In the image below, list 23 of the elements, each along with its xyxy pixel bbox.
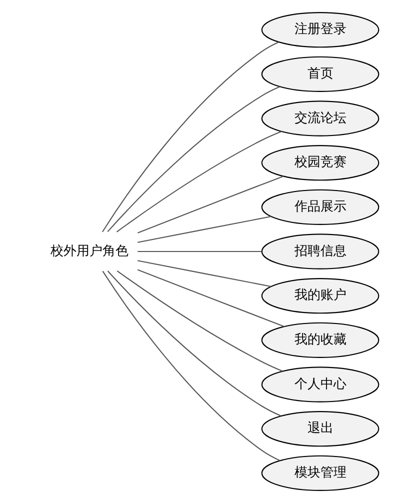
connector xyxy=(137,260,271,288)
node-ellipse: 首页 xyxy=(260,56,379,92)
node-ellipse: 招聘信息 xyxy=(260,234,379,270)
connector xyxy=(106,270,281,416)
connector xyxy=(106,86,280,232)
connector xyxy=(116,270,282,372)
node-ellipse: 注册登录 xyxy=(260,12,379,48)
connector xyxy=(136,269,284,328)
node-ellipse: 模块管理 xyxy=(260,455,379,491)
connector xyxy=(137,216,271,243)
node-text: 校外用户角色 xyxy=(50,244,128,259)
node-ellipse: 校园竞赛 xyxy=(260,145,379,181)
node-ellipse: 我的收藏 xyxy=(260,322,379,358)
node-ellipse: 退出 xyxy=(260,410,379,447)
node-ellipse: 作品展示 xyxy=(260,189,379,225)
connector xyxy=(102,42,278,232)
node-ellipse: 我的账户 xyxy=(260,278,379,314)
node-ellipse: 交流论坛 xyxy=(260,100,379,136)
connector xyxy=(116,130,282,232)
connector xyxy=(102,270,280,462)
connector xyxy=(137,176,284,234)
node-ellipse: 个人中心 xyxy=(260,366,379,402)
connector xyxy=(137,250,262,252)
